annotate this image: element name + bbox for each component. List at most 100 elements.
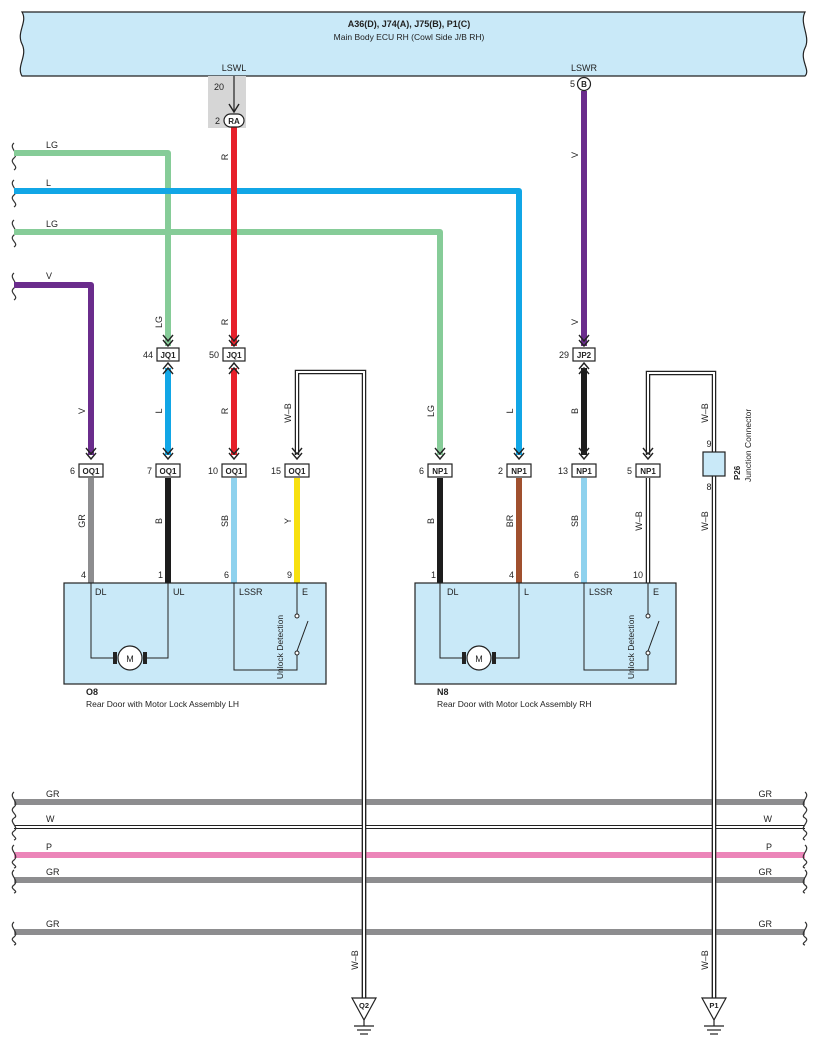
double-arrow-icon xyxy=(513,447,525,461)
p26-pin-bottom: 8 xyxy=(706,482,711,492)
wire-label-wb: W–B xyxy=(700,403,710,423)
left-wire-label: L xyxy=(46,178,51,188)
double-arrow-icon xyxy=(434,447,446,461)
bus-label: GR xyxy=(46,919,60,929)
ecu-conn-b-label: B xyxy=(581,80,587,89)
connector-name: OQ1 xyxy=(289,467,306,476)
ground-icon xyxy=(350,997,378,1022)
connector-pin: 10 xyxy=(208,466,218,476)
ground-p1: P1 xyxy=(700,997,728,1035)
ground-icon xyxy=(700,997,728,1022)
connector-name: NP1 xyxy=(576,467,592,476)
bus-wires xyxy=(14,799,805,935)
terminal-dl: DL xyxy=(95,587,107,597)
connector-jp2-29: JP2 29 xyxy=(559,347,596,362)
double-arrow-icon xyxy=(578,447,590,461)
connector-name: OQ1 xyxy=(160,467,177,476)
connector-jq1-44: JQ1 44 xyxy=(143,347,180,362)
left-wire-label: LG xyxy=(46,219,58,229)
connector-pin: 6 xyxy=(70,466,75,476)
connector-name: JQ1 xyxy=(160,351,176,360)
wire-label: BR xyxy=(505,514,515,527)
wire-label-b: B xyxy=(570,408,580,414)
switch-icon xyxy=(645,650,651,656)
wire-label: Y xyxy=(283,518,293,524)
wire-label-r: R xyxy=(220,318,230,325)
pin-number: 4 xyxy=(509,570,514,580)
connector-box xyxy=(284,463,310,478)
wire-label-wb: W–B xyxy=(700,511,710,531)
connector-box xyxy=(506,463,532,478)
terminal-e: E xyxy=(653,587,659,597)
ecu-conn-b xyxy=(576,76,592,92)
connector-name: NP1 xyxy=(511,467,527,476)
connector-box xyxy=(427,463,453,478)
component-name: Rear Door with Motor Lock Assembly LH xyxy=(86,699,239,709)
connector-box xyxy=(571,463,597,478)
component-code: N8 xyxy=(437,687,449,697)
connector-pin: 5 xyxy=(627,466,632,476)
connector-pin: 50 xyxy=(209,350,219,360)
connector-pin: 6 xyxy=(419,466,424,476)
wire-break-icon xyxy=(11,142,17,171)
connector-name: NP1 xyxy=(640,467,656,476)
wire-label: B xyxy=(426,518,436,524)
p26-name: Junction Connector xyxy=(743,409,753,482)
double-arrow-icon xyxy=(228,447,240,461)
connector-name: JQ1 xyxy=(226,351,242,360)
connector-box xyxy=(221,463,247,478)
wire-label-v: V xyxy=(570,319,580,325)
ecu-terminal-lswl: LSWL xyxy=(222,63,247,73)
wire-break-icon xyxy=(11,791,17,819)
connector-jq1-50: JQ1 50 xyxy=(209,347,246,362)
wire-label-v: V xyxy=(570,152,580,158)
component-code: O8 xyxy=(86,687,98,697)
double-arrow-icon xyxy=(642,447,654,461)
double-arrow-icon xyxy=(85,447,97,461)
wire-break-icon xyxy=(11,179,17,208)
connector-box xyxy=(635,463,661,478)
wire-label-r: R xyxy=(220,407,230,414)
wire-label: GR xyxy=(77,514,87,528)
ecu-subtitle: Main Body ECU RH (Cowl Side J/B RH) xyxy=(334,32,485,42)
left-wire-label: V xyxy=(46,271,52,281)
wire-break-icon xyxy=(11,869,17,894)
junction-pin: 2 xyxy=(215,116,220,126)
wire-break-icon xyxy=(11,844,17,869)
bus-label: GR xyxy=(759,867,773,877)
bus-label: W xyxy=(764,814,773,824)
wire-label-wb: W–B xyxy=(700,950,710,970)
junction-connector-p26: 9 8 P26 Junction Connector W–B xyxy=(700,409,753,531)
connector-name: OQ1 xyxy=(226,467,243,476)
connector-pin: 44 xyxy=(143,350,153,360)
bus-label: P xyxy=(46,842,52,852)
terminal-ul: UL xyxy=(173,587,185,597)
arrow-icon xyxy=(228,103,240,114)
p26-pin-top: 9 xyxy=(706,439,711,449)
terminal-lssr: LSSR xyxy=(239,587,263,597)
wire-break-icon xyxy=(802,844,808,869)
motor-icon xyxy=(117,645,143,671)
wire-break-icon xyxy=(802,869,808,894)
bus-label: W xyxy=(46,814,55,824)
wire-label: W–B xyxy=(634,511,644,531)
component-name: Rear Door with Motor Lock Assembly RH xyxy=(437,699,591,709)
ground-label: Q2 xyxy=(359,1001,369,1010)
bus-label: GR xyxy=(759,789,773,799)
wire-label-v: V xyxy=(77,408,87,414)
wire-break-icon xyxy=(802,791,808,819)
double-arrow-icon xyxy=(162,447,174,461)
p26-code: P26 xyxy=(733,465,742,480)
ground-label: P1 xyxy=(709,1001,718,1010)
double-arrow-icon xyxy=(162,334,590,375)
ecu-title: A36(D), J74(A), J75(B), P1(C) xyxy=(348,19,471,29)
wire-label-l: L xyxy=(154,408,164,413)
motor-label: M xyxy=(475,654,483,664)
